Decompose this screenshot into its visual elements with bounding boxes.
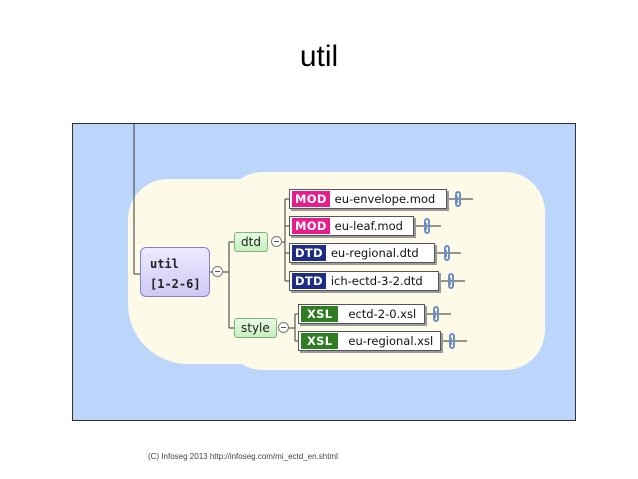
leaf-name: eu-leaf.mod: [334, 219, 403, 233]
util-element-node[interactable]: util [1-2-6]: [140, 247, 210, 297]
leaf-name: ectd-2-0.xsl: [348, 307, 417, 321]
leaf-eu-regional-dtd[interactable]: DTD eu-regional.dtd: [289, 243, 435, 263]
util-collapse-toggle[interactable]: [212, 266, 223, 277]
leaf-name: eu-regional.dtd: [330, 246, 419, 260]
slide-title: util: [299, 40, 339, 73]
util-node-cardinality: [1-2-6]: [150, 277, 201, 291]
leaf-ich-ectd-3-2-dtd[interactable]: DTD ich-ectd-3-2.dtd: [289, 271, 439, 291]
paperclip-icon[interactable]: [448, 273, 454, 289]
mod-badge: MOD: [292, 191, 330, 207]
util-node-name: util: [150, 257, 179, 271]
dtd-group-label: dtd: [241, 235, 261, 249]
leaf-ectd-2-0-xsl[interactable]: XSL ectd-2-0.xsl: [298, 304, 425, 324]
dtd-badge: DTD: [292, 273, 326, 289]
xsl-badge: XSL: [301, 306, 339, 322]
leaf-eu-regional-xsl[interactable]: XSL eu-regional.xsl: [298, 331, 441, 351]
style-group-node[interactable]: style: [234, 318, 277, 338]
leaf-eu-leaf-mod[interactable]: MOD eu-leaf.mod: [289, 216, 414, 236]
leaf-name: eu-regional.xsl: [348, 334, 434, 348]
schema-diagram: util [1-2-6] dtd style MOD eu-envelope.m…: [72, 123, 576, 421]
style-group-label: style: [241, 321, 270, 335]
paperclip-icon[interactable]: [424, 218, 430, 234]
leaf-eu-envelope-mod[interactable]: MOD eu-envelope.mod: [289, 189, 447, 209]
mod-badge: MOD: [292, 218, 330, 234]
slide-footer: (C) Infoseg 2013 http://infoseg.com/mi_e…: [148, 452, 338, 461]
paperclip-icon[interactable]: [444, 245, 450, 261]
paperclip-icon[interactable]: [433, 306, 439, 322]
dtd-group-node[interactable]: dtd: [234, 232, 268, 252]
leaf-name: ich-ectd-3-2.dtd: [330, 274, 423, 288]
xsl-badge: XSL: [301, 333, 339, 349]
paperclip-icon[interactable]: [455, 191, 461, 207]
style-collapse-toggle[interactable]: [278, 322, 289, 333]
dtd-badge: DTD: [292, 245, 326, 261]
paperclip-icon[interactable]: [449, 333, 455, 349]
dtd-collapse-toggle[interactable]: [271, 236, 282, 247]
leaf-name: eu-envelope.mod: [334, 192, 436, 206]
